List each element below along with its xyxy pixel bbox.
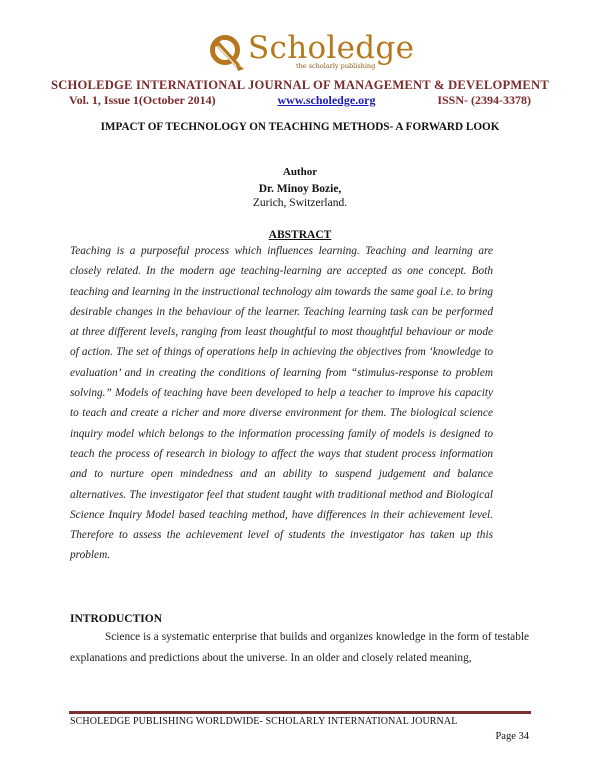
- journal-meta: Vol. 1, Issue 1(October 2014) www.schole…: [69, 93, 531, 108]
- website-link[interactable]: www.scholedge.org: [277, 93, 376, 107]
- abstract-heading: ABSTRACT: [268, 229, 332, 241]
- introduction-text: Science is a systematic enterprise that …: [70, 631, 529, 664]
- paper-title: IMPACT OF TECHNOLOGY ON TEACHING METHODS…: [100, 121, 500, 133]
- footer-divider: [69, 711, 531, 714]
- logo-tagline: the scholarly publishing: [296, 62, 376, 70]
- author-location: Zurich, Switzerland.: [252, 197, 348, 209]
- page-number: Page 34: [495, 731, 529, 742]
- logo-wordmark: Scholedge: [248, 30, 415, 66]
- author-label: Author: [282, 166, 318, 178]
- author-name: Dr. Minoy Bozie,: [258, 183, 342, 195]
- footer-publisher-line: SCHOLEDGE PUBLISHING WORLDWIDE- SCHOLARL…: [70, 716, 458, 727]
- scholedge-logo-icon: [210, 35, 244, 71]
- volume-issue: Vol. 1, Issue 1(October 2014): [69, 93, 216, 107]
- publisher-logo: Scholedge the scholarly publishing: [206, 30, 414, 72]
- issn: ISSN- (2394-3378): [437, 93, 531, 107]
- abstract-text: Teaching is a purposeful process which i…: [70, 245, 493, 562]
- journal-title: SCHOLEDGE INTERNATIONAL JOURNAL OF MANAG…: [51, 78, 549, 92]
- introduction-heading: INTRODUCTION: [70, 613, 163, 625]
